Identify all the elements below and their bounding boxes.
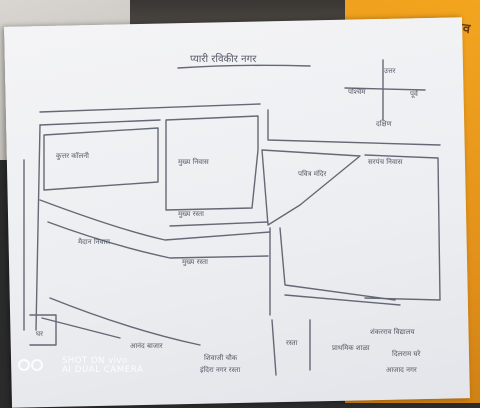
map-label-1: कुत्तर कॉलनी — [56, 151, 89, 160]
watermark-line-2: AI DUAL CAMERA — [62, 365, 144, 375]
map-label-2: मुख्य निवास — [178, 157, 209, 166]
map-label-3: पवित्र मंदिर — [298, 169, 326, 178]
map-label-14: दिलराम घरे — [392, 349, 421, 358]
compass-west-label: पश्चिम — [348, 87, 366, 96]
map-label-16: इंदिरा नगर रस्ता — [200, 365, 240, 374]
map-label-15: आजाद नगर — [386, 366, 417, 374]
map-label-4: सरपंच निवास — [368, 157, 403, 166]
map-label-13: शंकरराव विद्यालय — [370, 327, 415, 336]
camera-watermark: SHOT ON vivo AI DUAL CAMERA — [18, 357, 143, 375]
map-label-8: आनंद बाजार — [130, 342, 163, 350]
watermark-line-1: SHOT ON vivo — [62, 356, 128, 366]
compass-east-label: पूर्व — [410, 89, 419, 98]
map-label-5: मुख्य रस्ता — [178, 210, 204, 218]
map-label-9: घर — [36, 330, 43, 338]
map-label-6: मैदान निवास — [78, 237, 110, 246]
camera-logo-icon — [18, 359, 56, 373]
map-title: प्यारी रविकीर नगर — [190, 53, 257, 65]
compass-north-label: उत्तर — [384, 67, 396, 75]
map-label-12: प्राथमिक शाळा — [332, 343, 370, 352]
map-label-10: शिवाजी चौक — [204, 353, 238, 362]
map-label-11: रस्ता — [286, 339, 298, 347]
map-label-7: मुख्य रस्ता — [182, 258, 208, 266]
compass-south-label: दक्षिण — [376, 119, 393, 128]
